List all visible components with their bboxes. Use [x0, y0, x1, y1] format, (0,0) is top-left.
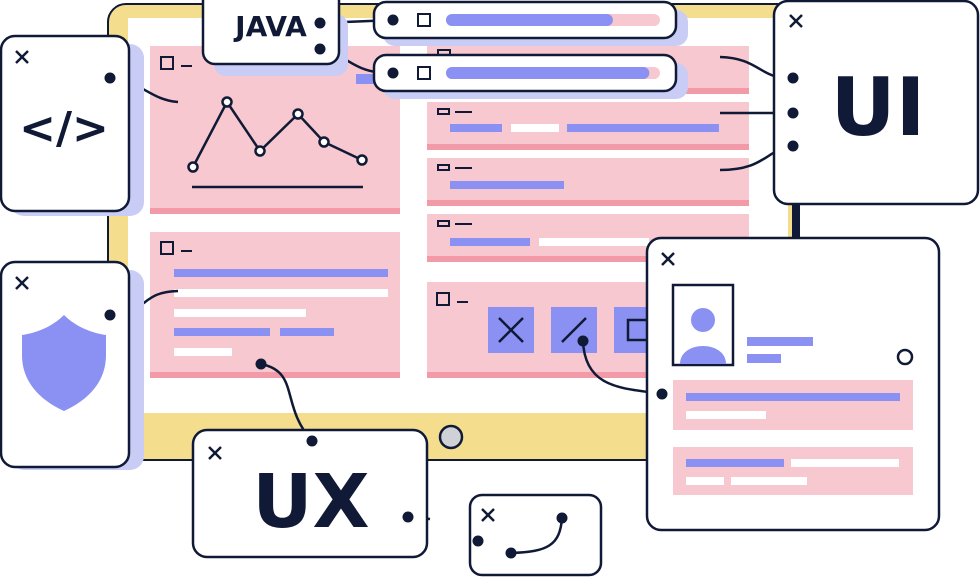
- list-row[interactable]: [427, 158, 749, 206]
- close-icon[interactable]: [481, 508, 495, 522]
- checkbox-icon[interactable]: [160, 56, 174, 70]
- progress-panel-1: [372, 0, 688, 46]
- action-card: [427, 282, 655, 378]
- connector-dot-icon: [656, 388, 668, 400]
- shield-icon: [22, 315, 106, 411]
- connector-dot-icon: [505, 547, 517, 559]
- radio-icon[interactable]: [896, 348, 914, 366]
- ui-label: UI: [831, 61, 926, 154]
- connector-dot-icon: [387, 67, 399, 79]
- connector-dot-icon: [104, 309, 116, 321]
- profile-panel: [577, 236, 941, 532]
- slash-tile-icon[interactable]: [551, 307, 597, 353]
- progress-panel-2: [372, 53, 688, 99]
- shield-panel: [0, 260, 144, 470]
- java-label: JAVA: [233, 10, 307, 43]
- connector-dot-icon: [472, 535, 484, 547]
- connector-dot-icon: [104, 72, 116, 84]
- java-panel: JAVA: [201, 0, 348, 76]
- connector-dot-icon: [402, 511, 414, 523]
- progress-fill: [446, 14, 613, 26]
- line-chart-points: [187, 96, 368, 173]
- close-icon[interactable]: [789, 14, 803, 28]
- connector-dot-icon: [556, 512, 568, 524]
- connector-dot-icon: [387, 14, 399, 26]
- connector-dot-icon: [787, 72, 799, 84]
- checkbox-icon[interactable]: [417, 13, 431, 27]
- text-card: [150, 232, 400, 378]
- x-tile-icon[interactable]: [488, 307, 534, 353]
- chart-point: [187, 161, 199, 173]
- close-icon[interactable]: [15, 50, 29, 64]
- connector-dot-icon: [577, 335, 589, 347]
- connector-dot-icon: [314, 17, 326, 29]
- curve-panel: [468, 493, 603, 577]
- ux-panel: UX: [191, 358, 429, 559]
- code-panel: </>: [0, 34, 144, 216]
- chart-point: [221, 96, 233, 108]
- line-chart-icon: [191, 99, 363, 168]
- code-label: </>: [19, 103, 109, 154]
- close-icon[interactable]: [661, 252, 675, 266]
- connector-dot-icon: [255, 358, 267, 370]
- checkbox-icon[interactable]: [436, 292, 450, 306]
- avatar-icon: [671, 283, 735, 367]
- progress-fill: [446, 67, 650, 79]
- curve-icon: [510, 517, 564, 555]
- checkbox-icon[interactable]: [417, 66, 431, 80]
- ui-panel: UI: [772, 0, 980, 206]
- checkbox-icon[interactable]: [160, 241, 174, 255]
- power-button-icon[interactable]: [438, 424, 464, 450]
- connector-dot-icon: [306, 435, 318, 447]
- chart-point: [318, 136, 330, 148]
- chart-point: [356, 154, 368, 166]
- connector-dot-icon: [314, 43, 326, 55]
- connector-dot-icon: [787, 107, 799, 119]
- ux-label: UX: [252, 459, 369, 545]
- close-icon[interactable]: [15, 276, 29, 290]
- chart-point: [254, 145, 266, 157]
- list-row[interactable]: [427, 102, 749, 150]
- close-icon[interactable]: [208, 446, 222, 460]
- connector-dot-icon: [787, 140, 799, 152]
- chart-point: [292, 108, 304, 120]
